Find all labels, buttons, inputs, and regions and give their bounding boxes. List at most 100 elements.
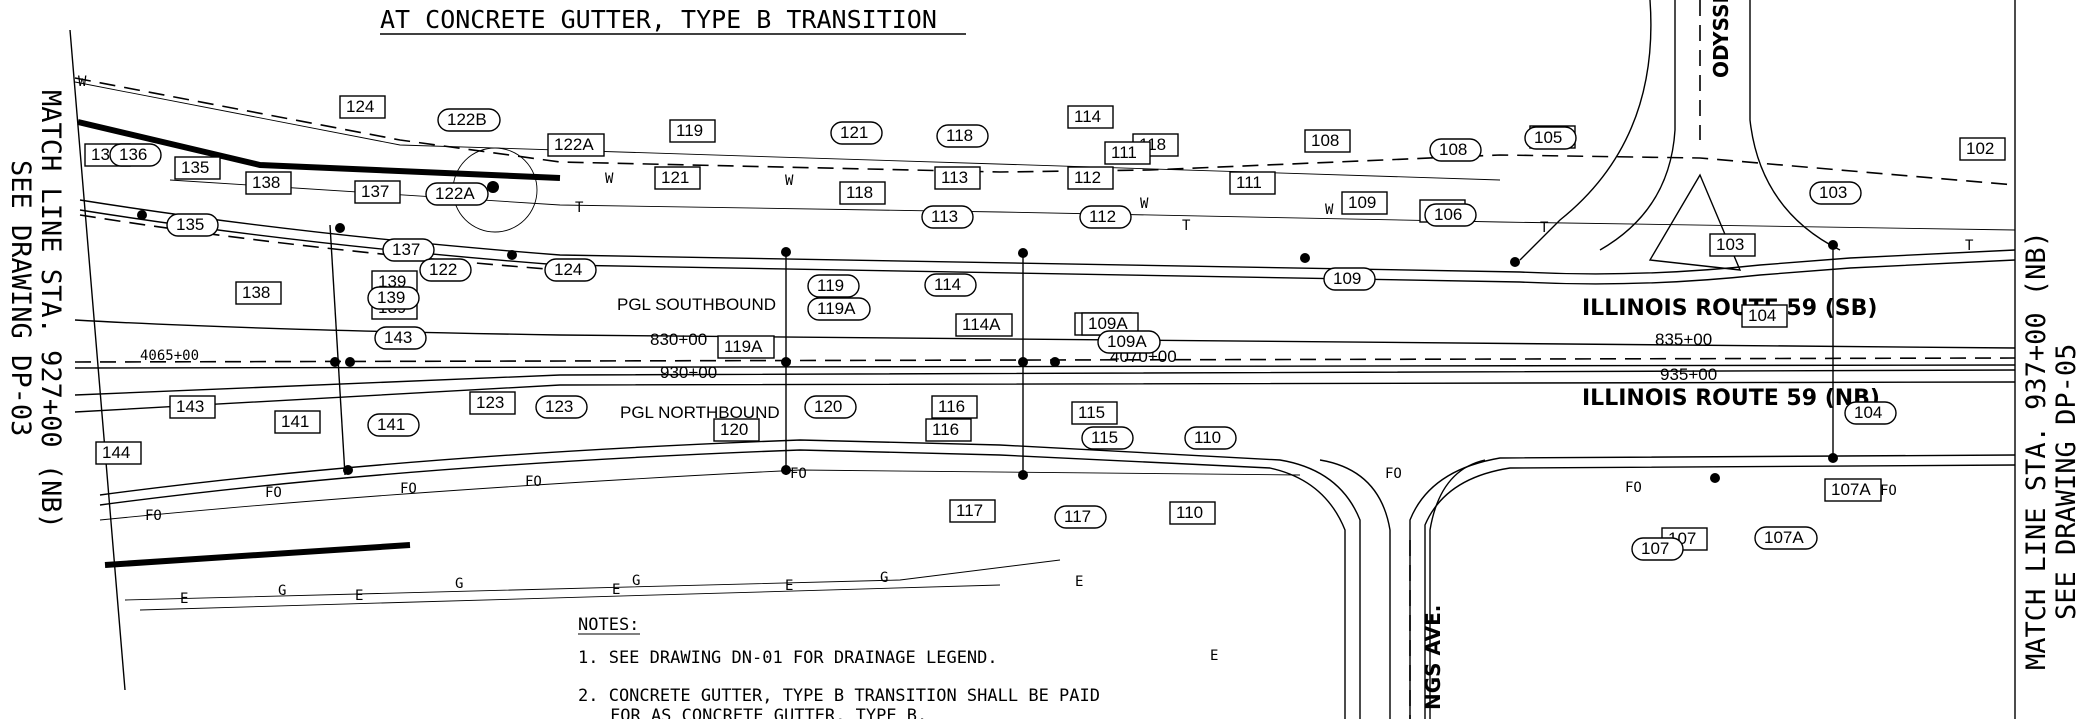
structure-box-labels: 1241191141181111081051021361351381371211… [84,95,2006,551]
svg-text:118: 118 [846,183,873,202]
svg-text:107: 107 [1641,539,1669,558]
line-code-t: T [1540,220,1549,236]
structure-oval-label: 104 [1844,401,1897,425]
structure-103 [1828,240,1838,250]
svg-text:138: 138 [242,283,270,302]
structure-120 [781,465,791,475]
svg-text:104: 104 [1854,403,1882,422]
svg-text:108: 108 [1311,131,1339,150]
structure-box-label: 122A [547,133,605,157]
svg-text:144: 144 [102,443,130,462]
structure-box-label: 107A [1824,478,1882,502]
structure-114a [1018,357,1028,367]
structure-oval-label: 141 [367,413,420,437]
nb-curb-right [1409,454,2016,719]
line-code-w: W [1140,196,1149,212]
structure-box-label: 104 [1741,304,1788,328]
svg-text:138: 138 [252,173,280,192]
structure-oval-label: 137 [382,238,435,262]
svg-text:119: 119 [676,121,703,140]
nb-gutter-right [1424,464,2016,719]
svg-text:117: 117 [1064,507,1091,526]
svg-text:123: 123 [545,397,573,416]
structure-box-label: 116 [925,418,972,442]
svg-text:112: 112 [1089,207,1116,226]
line-code-e: E [612,582,620,598]
svg-text:114: 114 [1074,107,1101,126]
svg-text:122A: 122A [435,184,475,203]
concrete-gutter-top [77,119,561,181]
structure-141 [343,465,353,475]
structure-104 [1828,453,1838,463]
svg-text:121: 121 [661,168,689,187]
svg-text:143: 143 [176,397,204,416]
odyssey-edge-left [1599,0,1676,251]
structure-oval-label: 106 [1424,203,1477,227]
median-line [74,364,2016,369]
station-835: 835+00 [1655,330,1712,349]
structure-143 [345,357,355,367]
fiber-optic-line [99,469,1301,521]
structure-119 [781,247,791,257]
pgl-northbound-label: PGL NORTHBOUND [620,403,780,422]
line-code-fo: FO [1385,466,1402,482]
svg-text:104: 104 [1748,306,1776,325]
note-1: 1. SEE DRAWING DN-01 FOR DRAINAGE LEGEND… [578,648,998,668]
svg-text:120: 120 [720,420,748,439]
structure-box-label: 123 [469,391,516,415]
structure-box-label: 143 [169,395,216,419]
structure-box-label: 119 [669,119,716,143]
svg-text:109: 109 [1333,269,1361,288]
structure-oval-label: 122A [425,182,489,206]
svg-text:119A: 119A [724,337,763,356]
svg-text:116: 116 [932,420,959,439]
svg-text:135: 135 [176,215,204,234]
svg-text:105: 105 [1534,128,1562,147]
route-59-nb-label: ILLINOIS ROUTE 59 (NB) [1582,386,1880,411]
structure-122a [487,181,499,193]
nb-lane-edge-1 [74,369,2016,396]
nb-lane-edge-2 [74,381,2016,413]
svg-text:102: 102 [1966,139,1994,158]
structure-oval-label: 108 [1429,138,1482,162]
svg-text:139: 139 [377,288,405,307]
structure-oval-label: 119 [807,274,860,298]
structure-box-label: 111 [1104,141,1151,165]
svg-text:112: 112 [1074,168,1101,187]
structure-box-label: 138 [235,281,282,305]
svg-text:115: 115 [1091,428,1118,447]
structure-oval-label: 110 [1184,426,1237,450]
svg-text:124: 124 [554,260,582,279]
nb-curb-edge [99,439,1361,719]
station-935: 935+00 [1660,365,1717,384]
structure-oval-label: 121 [830,121,883,145]
station-830: 830+00 [650,330,707,349]
structure-box-label: 110 [1169,501,1216,525]
line-code-t: T [575,200,584,216]
structure-oval-label: 124 [544,258,597,282]
structure-107a [1710,473,1720,483]
line-code-t: T [1182,218,1191,234]
structure-109 [1300,253,1310,263]
cross-ave-label: NGS AVE. [1421,605,1445,710]
line-code-fo: FO [265,485,282,501]
line-code-e: E [180,591,188,607]
structure-oval-label: 107A [1754,526,1818,550]
structure-oval-label: 105 [1524,126,1577,150]
line-code-fo: FO [1880,483,1897,499]
structure-box-label: 102 [1959,137,2006,161]
structure-109a [1050,357,1060,367]
structure-box-label: 118 [839,181,886,205]
structure-137 [335,223,345,233]
svg-text:122B: 122B [447,110,487,129]
structure-box-label: 108 [1304,129,1351,153]
svg-text:115: 115 [1078,403,1105,422]
sb-dashed-edge [79,214,561,271]
median-centerline [74,357,2016,363]
svg-text:122: 122 [429,260,457,279]
line-code-g: G [278,583,286,599]
svg-text:141: 141 [281,412,309,431]
structure-135 [137,210,147,220]
svg-text:113: 113 [941,168,968,187]
svg-text:117: 117 [956,501,983,520]
